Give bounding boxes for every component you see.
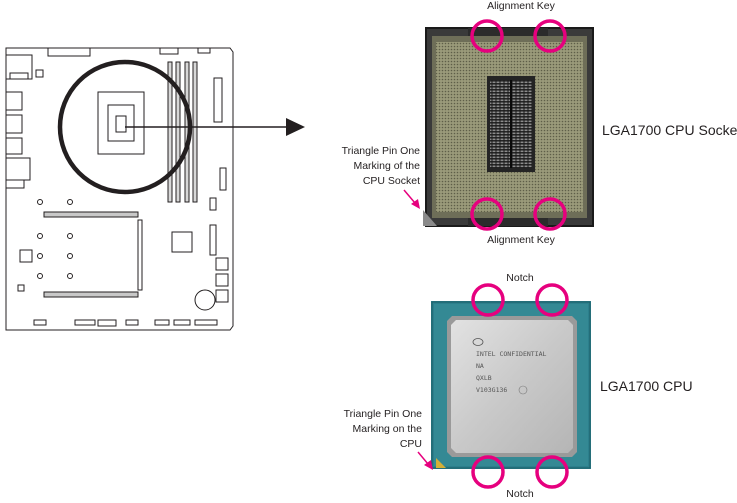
cpu-lid-line2: NA xyxy=(476,362,484,370)
cpu-lid-line3: QXLB xyxy=(476,374,492,382)
lga1700-socket xyxy=(423,27,594,227)
notch-top-label: Notch xyxy=(506,272,534,284)
cpu-notch-highlights xyxy=(471,283,569,489)
socket-triangle-arrow xyxy=(403,189,420,209)
alignment-key-bottom-label: Alignment Key xyxy=(487,234,555,246)
pointer-arrow xyxy=(125,118,305,136)
cpu-triangle-label-3: CPU xyxy=(399,438,422,450)
socket-title: LGA1700 CPU Socket xyxy=(602,122,737,138)
socket-triangle-label-2: Marking of the xyxy=(353,160,420,172)
cpu-title: LGA1700 CPU xyxy=(600,378,693,394)
cpu-triangle-arrow xyxy=(417,451,433,470)
socket-triangle-marker xyxy=(423,210,437,226)
lga1700-cpu xyxy=(431,301,591,469)
cpu-lid-line1: INTEL CONFIDENTIAL xyxy=(476,350,547,358)
cpu-lid-line4: V103G136 xyxy=(476,386,507,394)
socket-triangle-label-3: CPU Socket xyxy=(362,175,420,187)
cpu-triangle-marker xyxy=(436,458,446,468)
socket-alignment-highlights xyxy=(470,19,567,231)
alignment-key-top-label: Alignment Key xyxy=(487,0,555,12)
cpu-triangle-label-1: Triangle Pin One xyxy=(343,408,422,420)
socket-triangle-label-1: Triangle Pin One xyxy=(341,145,420,157)
motherboard-outline xyxy=(5,47,234,331)
cpu-triangle-label-2: Marking on the xyxy=(352,423,422,435)
notch-bottom-label: Notch xyxy=(506,488,534,500)
